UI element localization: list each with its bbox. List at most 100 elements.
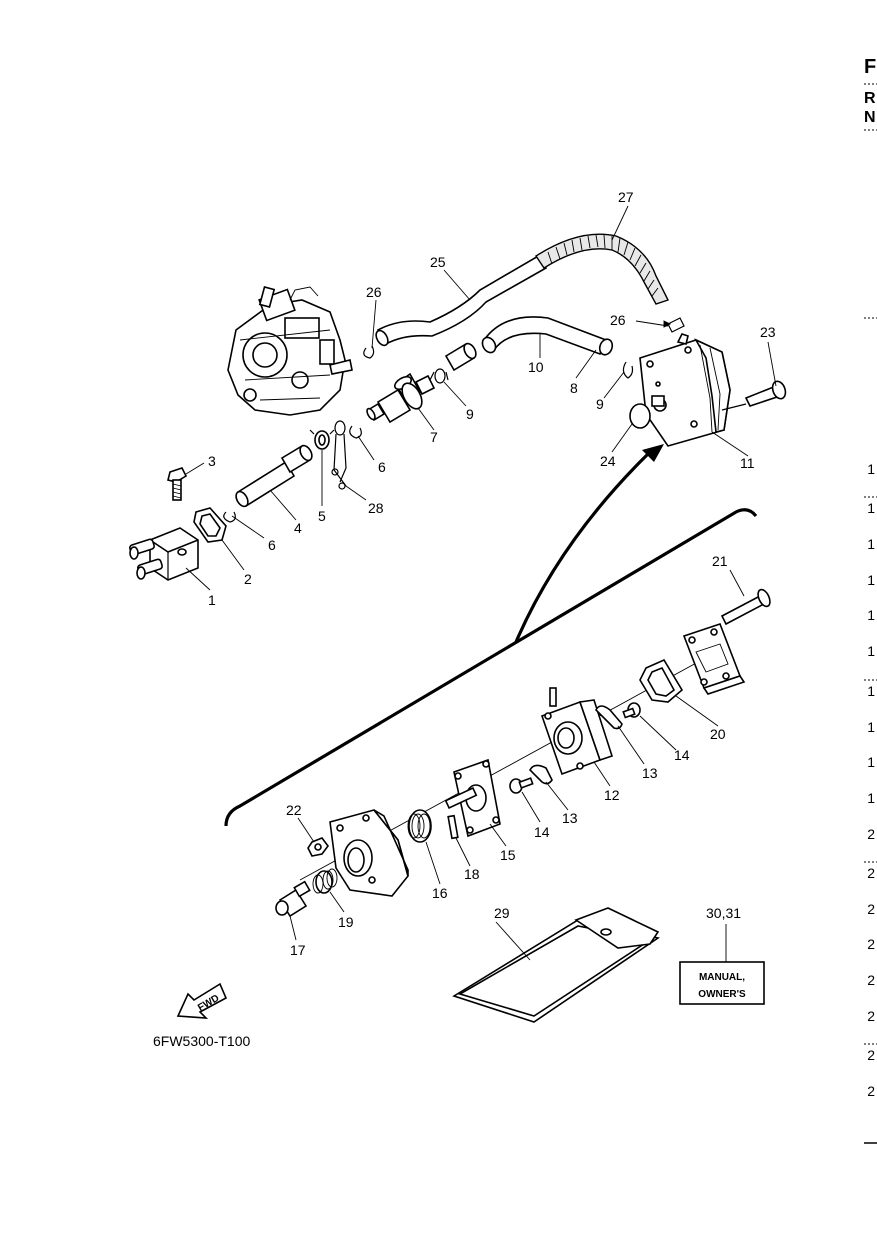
- clip-9-right: [622, 361, 634, 379]
- edge-digit: 2: [867, 901, 875, 917]
- joint-gasket: [193, 507, 227, 543]
- label-15: 15: [500, 847, 516, 863]
- pump-base: [329, 809, 409, 897]
- edge-digit: 1: [867, 719, 875, 735]
- label-14-lower: 14: [534, 824, 550, 840]
- label-11: 11: [740, 455, 755, 471]
- pouch-29: [452, 907, 660, 1023]
- carburetor-drawing: [227, 286, 353, 416]
- hose-25: [375, 253, 548, 347]
- label-25: 25: [430, 254, 446, 270]
- edge-separators: [864, 83, 877, 1045]
- header-letter-f: F: [864, 56, 877, 78]
- part-labels: 27 25 26 26 23 10 8 9 9 7 24 11 3 6 28 5…: [208, 189, 776, 958]
- label-19: 19: [338, 914, 354, 930]
- gasket-20: [639, 658, 684, 703]
- clip-28: [331, 420, 347, 490]
- label-22: 22: [286, 802, 302, 818]
- bolt-3: [167, 467, 188, 501]
- label-12: 12: [604, 787, 620, 803]
- header-letter-r: R: [864, 90, 876, 107]
- label-14-upper: 14: [674, 747, 690, 763]
- label-4: 4: [294, 520, 302, 536]
- edge-digit: 2: [867, 1008, 875, 1024]
- hose-8: [444, 342, 477, 372]
- clip-26-right: [667, 317, 685, 333]
- label-17: 17: [290, 942, 306, 958]
- edge-digit: 1: [867, 500, 875, 516]
- pump-cover: [682, 622, 746, 695]
- plunger-17: [275, 880, 311, 918]
- edge-digit: 2: [867, 1047, 875, 1063]
- header-letter-n: N: [864, 109, 876, 126]
- valve-13-lower: [529, 764, 553, 785]
- label-24: 24: [600, 453, 616, 469]
- figure-code: 6FW5300-T100: [153, 1033, 250, 1049]
- section-divider: [224, 444, 758, 827]
- fuel-pump-assy: [639, 333, 747, 447]
- edge-digit: 2: [867, 972, 875, 988]
- manual-line-2: OWNER'S: [698, 989, 746, 1000]
- label-30-31: 30,31: [706, 905, 741, 921]
- nut-22: [307, 837, 329, 857]
- fuel-joint: [129, 527, 199, 581]
- hose-10: [481, 316, 614, 356]
- clip-9-left: [429, 368, 449, 384]
- label-18: 18: [464, 866, 480, 882]
- edge-digit: 1: [867, 461, 875, 477]
- edge-digit: 1: [867, 607, 875, 623]
- clip-26-left: [363, 345, 375, 359]
- edge-digit: 1: [867, 754, 875, 770]
- label-29: 29: [494, 905, 510, 921]
- o-ring-24: [629, 403, 651, 429]
- label-9-right: 9: [596, 396, 604, 412]
- diaphragm-15: [444, 758, 501, 838]
- edge-digit: 1: [867, 572, 875, 588]
- label-26-right: 26: [610, 312, 626, 328]
- label-26-left: 26: [366, 284, 382, 300]
- fwd-arrow-icon: FWD: [176, 982, 228, 1019]
- screw-14-upper: [622, 702, 641, 719]
- hose-4: [235, 444, 313, 508]
- label-1: 1: [208, 592, 216, 608]
- edge-digit: 1: [867, 790, 875, 806]
- pin-18: [447, 814, 459, 840]
- label-5: 5: [318, 508, 326, 524]
- label-2: 2: [244, 571, 252, 587]
- label-21: 21: [712, 553, 728, 569]
- label-6-upper: 6: [378, 459, 386, 475]
- leader-lines-lower: [289, 569, 745, 941]
- bolt-23: [744, 380, 787, 407]
- owners-manual: [679, 924, 765, 1005]
- label-16: 16: [432, 885, 448, 901]
- manual-line-1: MANUAL,: [699, 972, 745, 983]
- edge-digit: 2: [867, 1083, 875, 1099]
- label-13-lower: 13: [562, 810, 578, 826]
- valve-13-upper: [595, 705, 623, 730]
- edge-digit: 2: [867, 936, 875, 952]
- label-23: 23: [760, 324, 776, 340]
- label-8: 8: [570, 380, 578, 396]
- pump-body-12: [540, 687, 614, 776]
- edge-digit: 1: [867, 643, 875, 659]
- leader-lines-upper: [185, 205, 777, 591]
- label-9-left: 9: [466, 406, 474, 422]
- label-7: 7: [430, 429, 438, 445]
- clip-6-lower: [223, 511, 236, 523]
- label-13-upper: 13: [642, 765, 658, 781]
- screw-14-lower: [509, 777, 534, 794]
- fuel-filter: [366, 372, 436, 424]
- edge-digit: 2: [867, 826, 875, 842]
- spring-16: [407, 809, 432, 843]
- spring-19: [312, 868, 338, 894]
- clip-5: [309, 429, 335, 450]
- label-6-lower: 6: [268, 537, 276, 553]
- edge-digit: 1: [867, 536, 875, 552]
- label-10: 10: [528, 359, 544, 375]
- hose-protector-27: [535, 233, 669, 305]
- label-3: 3: [208, 453, 216, 469]
- label-27: 27: [618, 189, 634, 205]
- screw-21: [720, 588, 771, 626]
- label-28: 28: [368, 500, 384, 516]
